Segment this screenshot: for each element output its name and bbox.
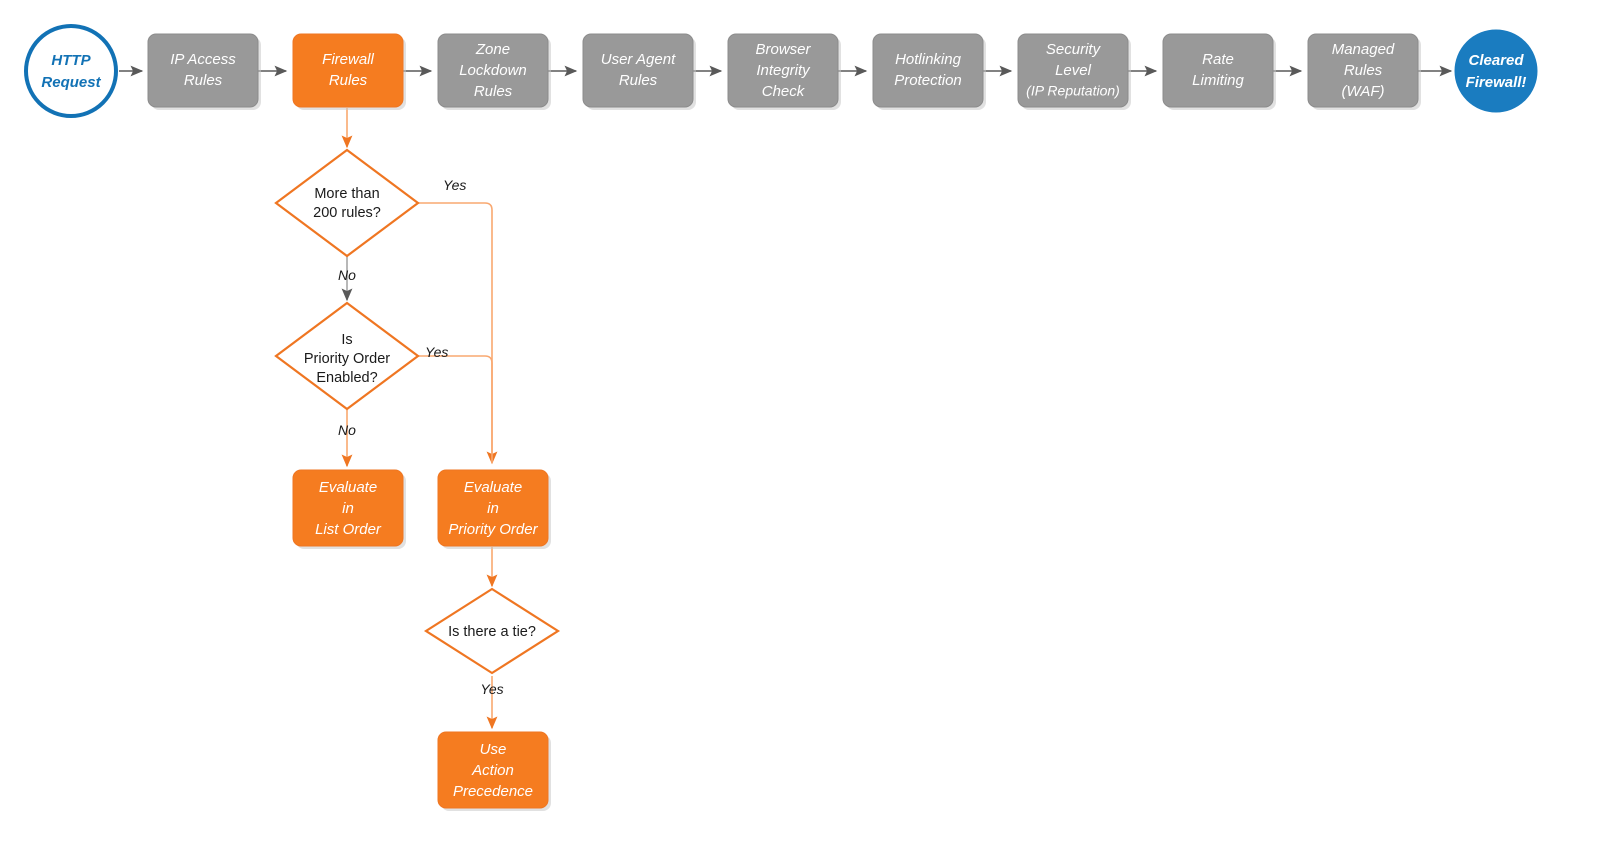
- browser-integrity-check-box[interactable]: [727, 33, 839, 108]
- firewall-rules-label-line-1: Firewall: [322, 51, 374, 68]
- is-priority-order-enabled-diamond[interactable]: [274, 301, 420, 411]
- connector-yes-priority-order-to-evaluate-priority-order: [418, 355, 493, 463]
- managed-rules-waf-box[interactable]: [1307, 33, 1419, 108]
- edge-label-no-rules-count: No: [338, 267, 356, 283]
- node-rate-limiting[interactable]: Rate Limiting: [1162, 33, 1276, 110]
- http-request-circle[interactable]: [24, 24, 118, 118]
- hotlinking-protection-label-line-1: Hotlinking: [895, 51, 962, 68]
- node-ip-access-rules[interactable]: IP Access Rules: [147, 33, 261, 110]
- use-action-precedence-label-line-1: Use: [480, 741, 507, 758]
- more-than-200-rules-label-line-1: More than: [314, 186, 379, 202]
- branch-connectors: [341, 108, 498, 730]
- is-priority-order-enabled-label-line-2: Priority Order: [304, 351, 390, 367]
- rate-limiting-box[interactable]: [1162, 33, 1274, 108]
- is-there-a-tie-label-line-1: Is there a tie?: [448, 624, 536, 640]
- security-level-label-line-3: (IP Reputation): [1026, 83, 1120, 99]
- evaluate-in-priority-order-box[interactable]: [437, 469, 549, 547]
- more-than-200-rules-diamond[interactable]: [274, 148, 420, 258]
- node-managed-rules-waf[interactable]: Managed Rules (WAF): [1307, 33, 1421, 110]
- use-action-precedence-label-line-2: Action: [471, 762, 514, 779]
- rate-limiting-label-line-2: Limiting: [1192, 72, 1244, 89]
- security-level-label-line-1: Security: [1046, 41, 1102, 58]
- security-level-box[interactable]: [1017, 33, 1129, 108]
- hotlinking-protection-label-line-2: Protection: [894, 72, 962, 89]
- node-decision-is-priority-order-enabled[interactable]: Is Priority Order Enabled?: [274, 301, 420, 411]
- edge-label-yes-tie: Yes: [480, 681, 503, 697]
- node-cleared-firewall[interactable]: Cleared Firewall!: [1454, 29, 1538, 113]
- node-http-request[interactable]: HTTP Request: [24, 24, 118, 118]
- user-agent-rules-label-line-2: Rules: [619, 72, 658, 89]
- zone-lockdown-rules-label-line-3: Rules: [474, 83, 513, 100]
- use-action-precedence-box[interactable]: [437, 731, 549, 809]
- evaluate-in-list-order-box[interactable]: [292, 469, 404, 547]
- managed-rules-waf-label-line-1: Managed: [1332, 41, 1395, 58]
- evaluate-in-list-order-label-line-2: in: [342, 500, 354, 517]
- evaluate-in-list-order-label-line-1: Evaluate: [319, 479, 377, 496]
- node-zone-lockdown-rules[interactable]: Zone Lockdown Rules: [437, 33, 551, 110]
- hotlinking-protection-box[interactable]: [872, 33, 984, 108]
- cleared-firewall-circle[interactable]: [1454, 29, 1538, 113]
- edge-label-yes-rules-count: Yes: [443, 177, 466, 193]
- node-browser-integrity-check[interactable]: Browser Integrity Check: [727, 33, 841, 110]
- more-than-200-rules-label-line-2: 200 rules?: [313, 205, 381, 221]
- node-security-level[interactable]: Security Level (IP Reputation): [1017, 33, 1131, 110]
- user-agent-rules-box[interactable]: [582, 33, 694, 108]
- zone-lockdown-rules-label-line-2: Lockdown: [459, 62, 527, 79]
- zone-lockdown-rules-box[interactable]: [437, 33, 549, 108]
- edge-labels: Yes No Yes No Yes: [338, 177, 504, 697]
- browser-integrity-check-label-line-1: Browser: [755, 41, 811, 58]
- rate-limiting-label-line-1: Rate: [1202, 51, 1234, 68]
- cleared-firewall-label-line-2: Firewall!: [1466, 74, 1527, 91]
- connector-yes-rules-count-to-evaluate-priority-order: [418, 202, 498, 465]
- edge-label-no-priority-order: No: [338, 422, 356, 438]
- browser-integrity-check-label-line-3: Check: [762, 83, 806, 100]
- http-request-label-line-2: Request: [41, 74, 101, 91]
- firewall-rules-box[interactable]: [292, 33, 404, 108]
- is-there-a-tie-diamond[interactable]: [423, 587, 561, 675]
- evaluate-in-priority-order-label-line-2: in: [487, 500, 499, 517]
- ip-access-rules-box[interactable]: [147, 33, 259, 108]
- node-evaluate-in-priority-order[interactable]: Evaluate in Priority Order: [437, 469, 551, 549]
- evaluate-in-priority-order-label-line-1: Evaluate: [464, 479, 522, 496]
- zone-lockdown-rules-label-line-1: Zone: [475, 41, 510, 58]
- evaluate-in-list-order-label-line-3: List Order: [315, 521, 382, 538]
- node-use-action-precedence[interactable]: Use Action Precedence: [437, 731, 551, 811]
- http-request-label-line-1: HTTP: [51, 52, 91, 69]
- is-priority-order-enabled-label-line-3: Enabled?: [316, 370, 377, 386]
- node-evaluate-in-list-order[interactable]: Evaluate in List Order: [292, 469, 406, 549]
- security-level-label-line-2: Level: [1055, 62, 1092, 79]
- node-decision-more-than-200-rules[interactable]: More than 200 rules?: [274, 148, 420, 258]
- browser-integrity-check-label-line-2: Integrity: [756, 62, 811, 79]
- evaluate-in-priority-order-label-line-3: Priority Order: [448, 521, 538, 538]
- firewall-rules-label-line-2: Rules: [329, 72, 368, 89]
- ip-access-rules-label-line-1: IP Access: [170, 51, 236, 68]
- managed-rules-waf-label-line-2: Rules: [1344, 62, 1383, 79]
- use-action-precedence-label-line-3: Precedence: [453, 783, 533, 800]
- is-priority-order-enabled-label-line-1: Is: [341, 332, 352, 348]
- node-decision-is-there-a-tie[interactable]: Is there a tie?: [423, 587, 561, 675]
- ip-access-rules-label-line-2: Rules: [184, 72, 223, 89]
- edge-label-yes-priority-order: Yes: [425, 344, 448, 360]
- node-user-agent-rules[interactable]: User Agent Rules: [582, 33, 696, 110]
- node-firewall-rules[interactable]: Firewall Rules: [292, 33, 406, 110]
- user-agent-rules-label-line-1: User Agent: [601, 51, 676, 68]
- cleared-firewall-label-line-1: Cleared: [1468, 52, 1524, 69]
- node-hotlinking-protection[interactable]: Hotlinking Protection: [872, 33, 986, 110]
- managed-rules-waf-label-line-3: (WAF): [1341, 83, 1384, 100]
